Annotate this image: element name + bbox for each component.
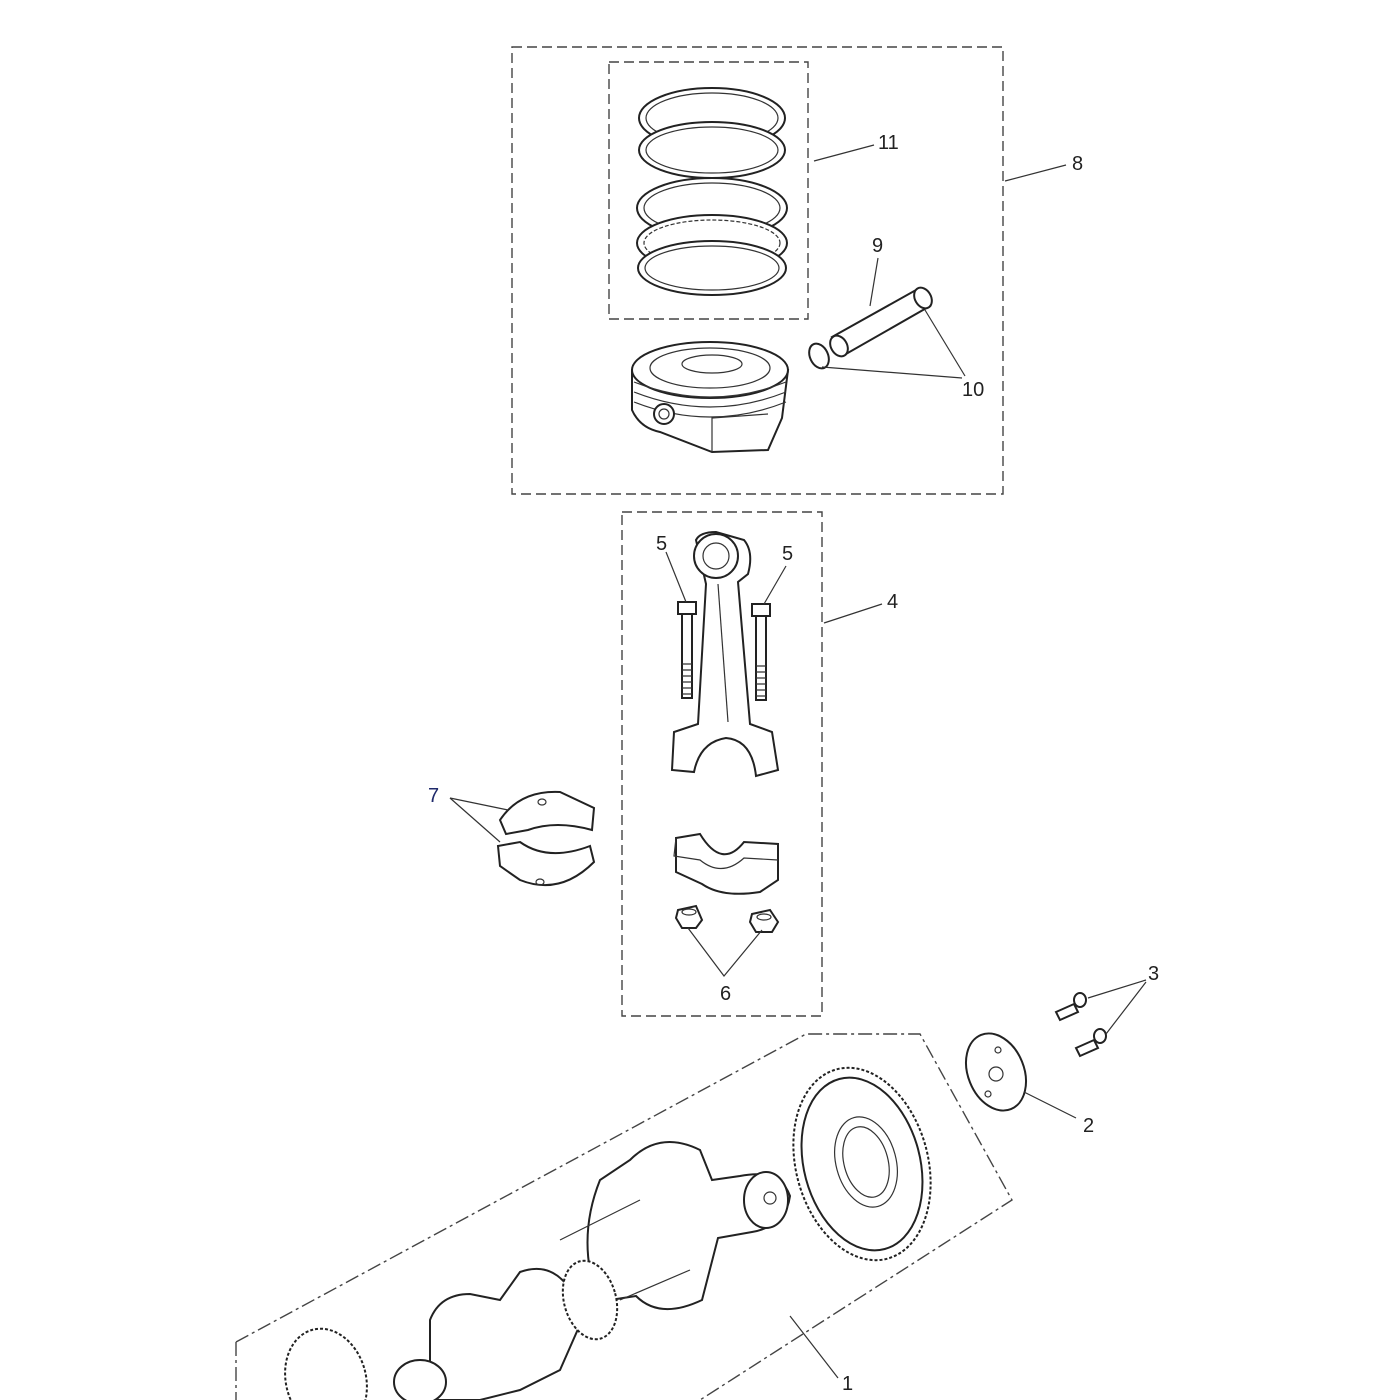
gudgeon-pin xyxy=(829,286,933,358)
bearing-shells xyxy=(449,790,596,887)
leader-3b xyxy=(1105,981,1147,1035)
callout-7: 7 xyxy=(428,785,439,807)
callout-2: 2 xyxy=(1083,1115,1094,1137)
callout-labels: 1 2 3 4 5 5 6 7 8 9 10 11 xyxy=(428,132,1159,1395)
callout-5b: 5 xyxy=(782,543,793,565)
piston-assembly-group xyxy=(511,46,1067,495)
callout-10: 10 xyxy=(962,379,984,401)
callout-11: 11 xyxy=(878,132,899,154)
leader-8 xyxy=(1004,164,1067,182)
connecting-rod-group xyxy=(621,511,883,1017)
connecting-rod-cap xyxy=(673,832,779,895)
connecting-rod-nuts xyxy=(674,904,780,933)
crankshaft xyxy=(284,1141,792,1400)
leader-6 xyxy=(687,927,763,977)
timing-gear xyxy=(792,1066,932,1262)
callout-9: 9 xyxy=(872,235,883,257)
connecting-rod-bolts xyxy=(677,601,771,701)
leader-7b xyxy=(449,797,501,843)
callout-3: 3 xyxy=(1148,963,1159,985)
piston-rings xyxy=(636,87,788,296)
callout-6: 6 xyxy=(720,983,731,1005)
callout-4: 4 xyxy=(887,591,898,613)
piston-rings-frame xyxy=(608,61,809,320)
leader-2 xyxy=(1023,1091,1077,1119)
callout-1: 1 xyxy=(842,1373,853,1395)
leader-11 xyxy=(813,144,875,162)
leader-10b xyxy=(924,309,966,377)
crankshaft-group xyxy=(235,1033,1013,1400)
leader-5b xyxy=(763,565,787,605)
callout-5a: 5 xyxy=(656,533,667,555)
piston-assembly-frame xyxy=(511,46,1004,495)
leader-10a xyxy=(821,366,963,379)
piston xyxy=(631,341,790,454)
washer-plate xyxy=(965,1032,1077,1119)
crankshaft-frame xyxy=(235,1033,1013,1400)
leader-3a xyxy=(1087,979,1147,999)
leader-1 xyxy=(789,1315,839,1379)
leader-9 xyxy=(869,257,879,307)
leader-7a xyxy=(449,797,509,811)
callout-8: 8 xyxy=(1072,153,1083,175)
connecting-rod-frame xyxy=(621,511,823,1017)
connecting-rod xyxy=(670,530,780,778)
circlip xyxy=(808,342,830,370)
leader-4 xyxy=(823,603,883,624)
screws xyxy=(1054,979,1147,1058)
leader-5a xyxy=(665,551,687,603)
